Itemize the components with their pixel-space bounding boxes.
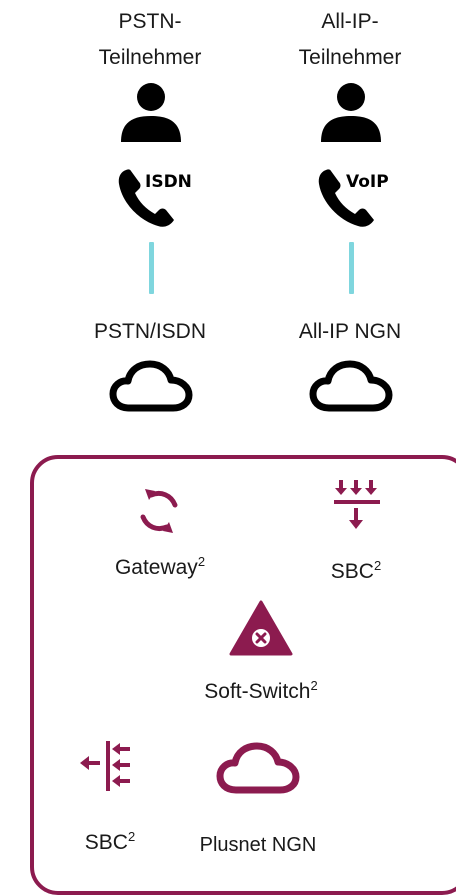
cloud-icon bbox=[109, 360, 193, 412]
sbc-top-label: SBC2 bbox=[330, 558, 382, 583]
pstn-subscriber-label-line2: Teilnehmer bbox=[98, 46, 202, 69]
sbc-icon bbox=[80, 739, 136, 799]
softswitch-icon bbox=[229, 600, 293, 656]
sbc-icon bbox=[334, 478, 382, 538]
phone-icon bbox=[318, 168, 384, 230]
user-icon bbox=[321, 82, 381, 144]
pstn-network-label: PSTN/ISDN bbox=[93, 320, 206, 343]
connector-line-left bbox=[149, 242, 154, 294]
connector-line-right bbox=[349, 242, 354, 294]
allip-network-label: All-IP NGN bbox=[298, 320, 402, 343]
sbc-bottom-label: SBC2 bbox=[84, 829, 136, 854]
cloud-icon bbox=[309, 360, 393, 412]
isdn-badge: ISDN bbox=[145, 172, 192, 192]
gateway-icon bbox=[131, 485, 187, 537]
cloud-icon bbox=[216, 742, 300, 794]
voip-badge: VoIP bbox=[346, 172, 389, 192]
plusnet-ngn-label: Plusnet NGN bbox=[199, 834, 317, 856]
pstn-subscriber-label-line1: PSTN- bbox=[118, 10, 182, 33]
gateway-label: Gateway2 bbox=[114, 554, 206, 579]
softswitch-label: Soft-Switch2 bbox=[204, 678, 318, 703]
allip-subscriber-label-line2: Teilnehmer bbox=[298, 46, 402, 69]
allip-subscriber-label-line1: All-IP- bbox=[321, 10, 379, 33]
user-icon bbox=[121, 82, 181, 144]
phone-icon bbox=[118, 168, 184, 230]
